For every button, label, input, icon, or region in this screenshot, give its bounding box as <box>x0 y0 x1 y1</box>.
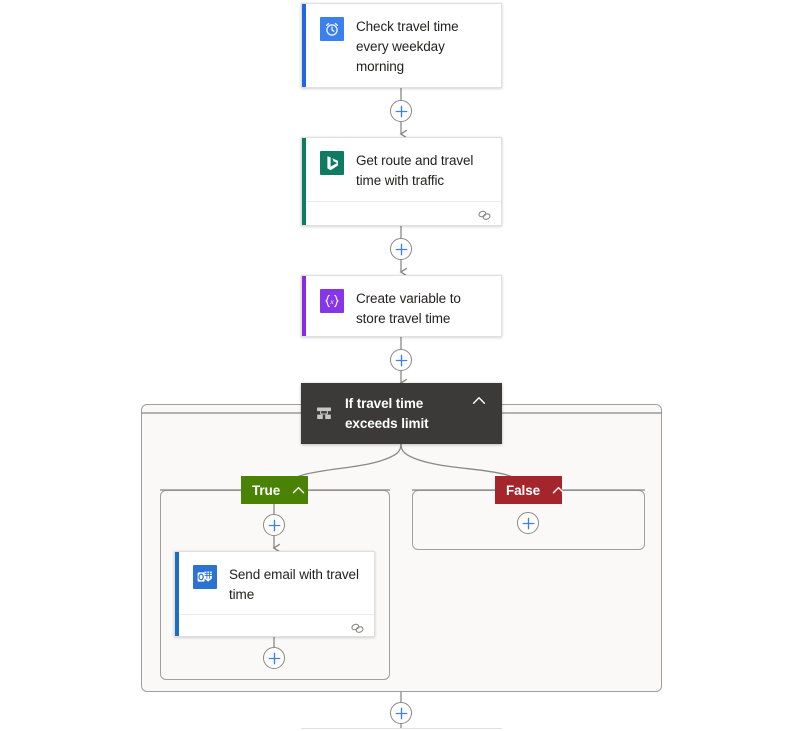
add-step-after-variable-button[interactable] <box>390 349 412 371</box>
condition-branch-icon <box>313 403 335 425</box>
variable-braces-icon: x <box>320 289 344 313</box>
bing-maps-icon <box>320 151 344 175</box>
add-step-in-true-branch-top-button[interactable] <box>263 514 285 536</box>
chevron-up-icon[interactable] <box>290 482 307 499</box>
alarm-clock-icon <box>320 17 344 41</box>
card-body: Check travel time every weekday morning <box>302 4 501 87</box>
condition-card-title: If travel time exceeds limit <box>345 395 429 431</box>
branch-label-false[interactable]: False <box>495 476 565 504</box>
card-footer <box>179 614 374 636</box>
add-step-after-trigger-button[interactable] <box>390 100 412 122</box>
outlook-icon <box>193 565 217 589</box>
action-card-create-variable[interactable]: x Create variable to store travel time <box>301 275 502 337</box>
add-step-after-condition-button[interactable] <box>390 702 412 724</box>
connection-link-icon[interactable] <box>477 209 492 222</box>
add-step-in-true-branch-bottom-button[interactable] <box>263 647 285 669</box>
card-body: x Create variable to store travel time <box>302 276 501 336</box>
action-card-title: Create variable to store travel time <box>356 291 461 326</box>
add-step-after-bing-button[interactable] <box>390 238 412 260</box>
branch-false-label: False <box>506 482 541 498</box>
card-accent-bar <box>302 4 306 87</box>
action-card-title: Send email with travel time <box>229 567 359 602</box>
add-step-in-false-branch-button[interactable] <box>517 512 539 534</box>
card-accent-bar <box>302 276 306 336</box>
card-accent-bar <box>175 552 179 636</box>
action-card-title: Get route and travel time with traffic <box>356 153 474 188</box>
card-body: Get route and travel time with traffic <box>302 138 501 201</box>
card-body: Send email with travel time <box>175 552 374 614</box>
action-card-get-route[interactable]: Get route and travel time with traffic <box>301 137 502 226</box>
card-footer <box>306 201 501 225</box>
chevron-up-icon[interactable] <box>470 392 488 410</box>
action-card-send-email[interactable]: Send email with travel time <box>174 551 375 637</box>
condition-card-if-travel-time-exceeds-limit[interactable]: If travel time exceeds limit <box>301 383 502 444</box>
branch-true-label: True <box>252 482 281 498</box>
card-accent-bar <box>302 138 306 225</box>
chevron-up-icon[interactable] <box>550 482 567 499</box>
trigger-card-check-travel-time[interactable]: Check travel time every weekday morning <box>301 3 502 88</box>
branch-label-true[interactable]: True <box>241 476 308 504</box>
connection-link-icon[interactable] <box>350 622 365 635</box>
svg-text:x: x <box>329 297 334 306</box>
trigger-card-title: Check travel time every weekday morning <box>356 19 459 74</box>
